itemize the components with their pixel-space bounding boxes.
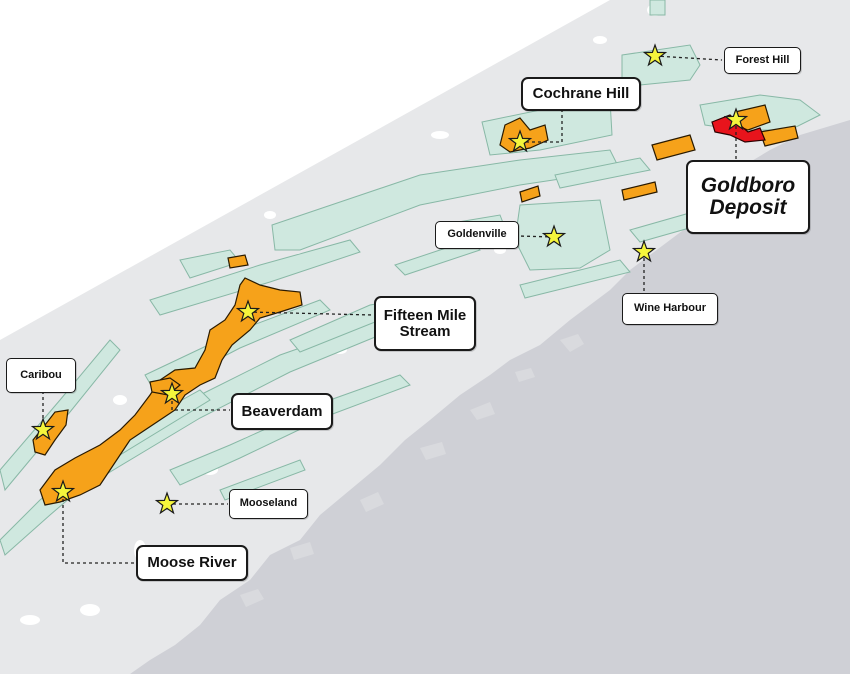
label-wine-harbour: Wine Harbour	[622, 293, 718, 325]
property-caribou	[32, 409, 69, 456]
star-goldenville	[541, 224, 567, 248]
property-wine-harbour-east	[621, 181, 658, 201]
label-caribou: Caribou	[6, 358, 76, 393]
property-cochrane-hill	[499, 117, 549, 153]
property-goldboro-east	[759, 125, 799, 147]
star-mooseland	[154, 491, 180, 515]
star-forest-hill	[642, 43, 668, 67]
label-fifteen-mile-stream: Fifteen Mile Stream	[374, 296, 476, 351]
star-goldboro	[723, 107, 749, 131]
deposit-stars	[30, 43, 749, 515]
label-fifteen-mile-line2: Stream	[399, 322, 451, 340]
label-goldenville: Goldenville	[435, 221, 519, 249]
star-wine-harbour	[631, 239, 657, 263]
star-moose-river	[50, 479, 76, 503]
label-goldboro-line2: Deposit	[709, 196, 787, 219]
label-forest-hill: Forest Hill	[724, 47, 801, 74]
ocean	[130, 120, 850, 674]
property-goldboro-west	[651, 134, 696, 161]
label-moose-river: Moose River	[136, 545, 248, 581]
label-goldboro-deposit: Goldboro Deposit	[686, 160, 810, 234]
star-cochrane-hill	[507, 129, 533, 153]
star-caribou	[30, 417, 56, 441]
property-small-1	[227, 254, 249, 269]
label-cochrane-hill: Cochrane Hill	[521, 77, 641, 111]
label-beaverdam: Beaverdam	[231, 393, 333, 430]
label-goldboro-line1: Goldboro	[700, 173, 796, 197]
star-fifteen-mile	[235, 299, 261, 323]
star-beaverdam	[159, 381, 185, 405]
label-mooseland: Mooseland	[229, 489, 308, 519]
label-fifteen-mile-line1: Fifteen Mile	[383, 306, 467, 324]
property-goldenville	[519, 185, 541, 203]
